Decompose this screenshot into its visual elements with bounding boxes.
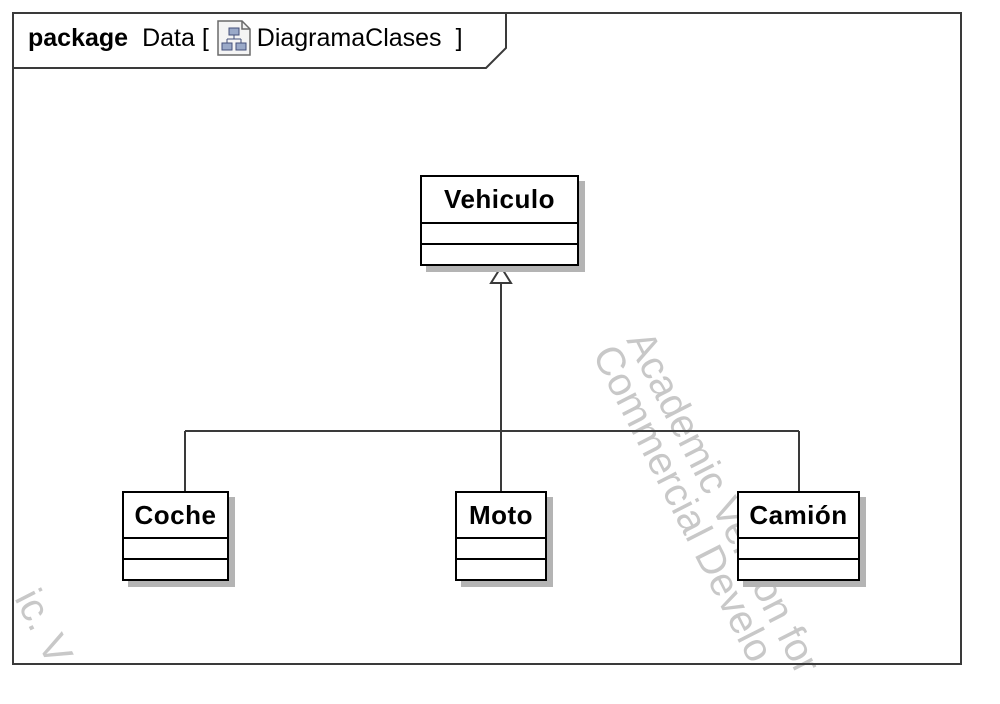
package-frame-tab	[12, 12, 507, 69]
class-camion-operations	[739, 560, 858, 579]
class-camion-attributes	[739, 539, 858, 560]
class-coche-operations	[124, 560, 227, 579]
class-moto-operations	[457, 560, 545, 579]
class-vehiculo[interactable]: Vehiculo	[420, 175, 579, 266]
close-bracket: ]	[455, 24, 463, 52]
class-coche-name: Coche	[124, 493, 227, 539]
class-vehiculo-attributes	[422, 224, 577, 245]
class-coche-attributes	[124, 539, 227, 560]
class-camion-name: Camión	[739, 493, 858, 539]
package-frame	[12, 12, 962, 665]
class-vehiculo-name: Vehiculo	[422, 177, 577, 224]
class-camion[interactable]: Camión	[737, 491, 860, 581]
package-name: Data [	[142, 24, 209, 52]
class-diagram-icon	[215, 19, 253, 57]
diagram-name: DiagramaClases	[256, 24, 442, 52]
class-moto-name: Moto	[457, 493, 545, 539]
class-coche[interactable]: Coche	[122, 491, 229, 581]
class-vehiculo-operations	[422, 245, 577, 264]
class-moto[interactable]: Moto	[455, 491, 547, 581]
frame-keyword: package	[28, 24, 129, 52]
class-moto-attributes	[457, 539, 545, 560]
frame-title: package Data [ DiagramaClases ]	[28, 20, 463, 56]
inheritance-arrowhead	[489, 265, 513, 284]
